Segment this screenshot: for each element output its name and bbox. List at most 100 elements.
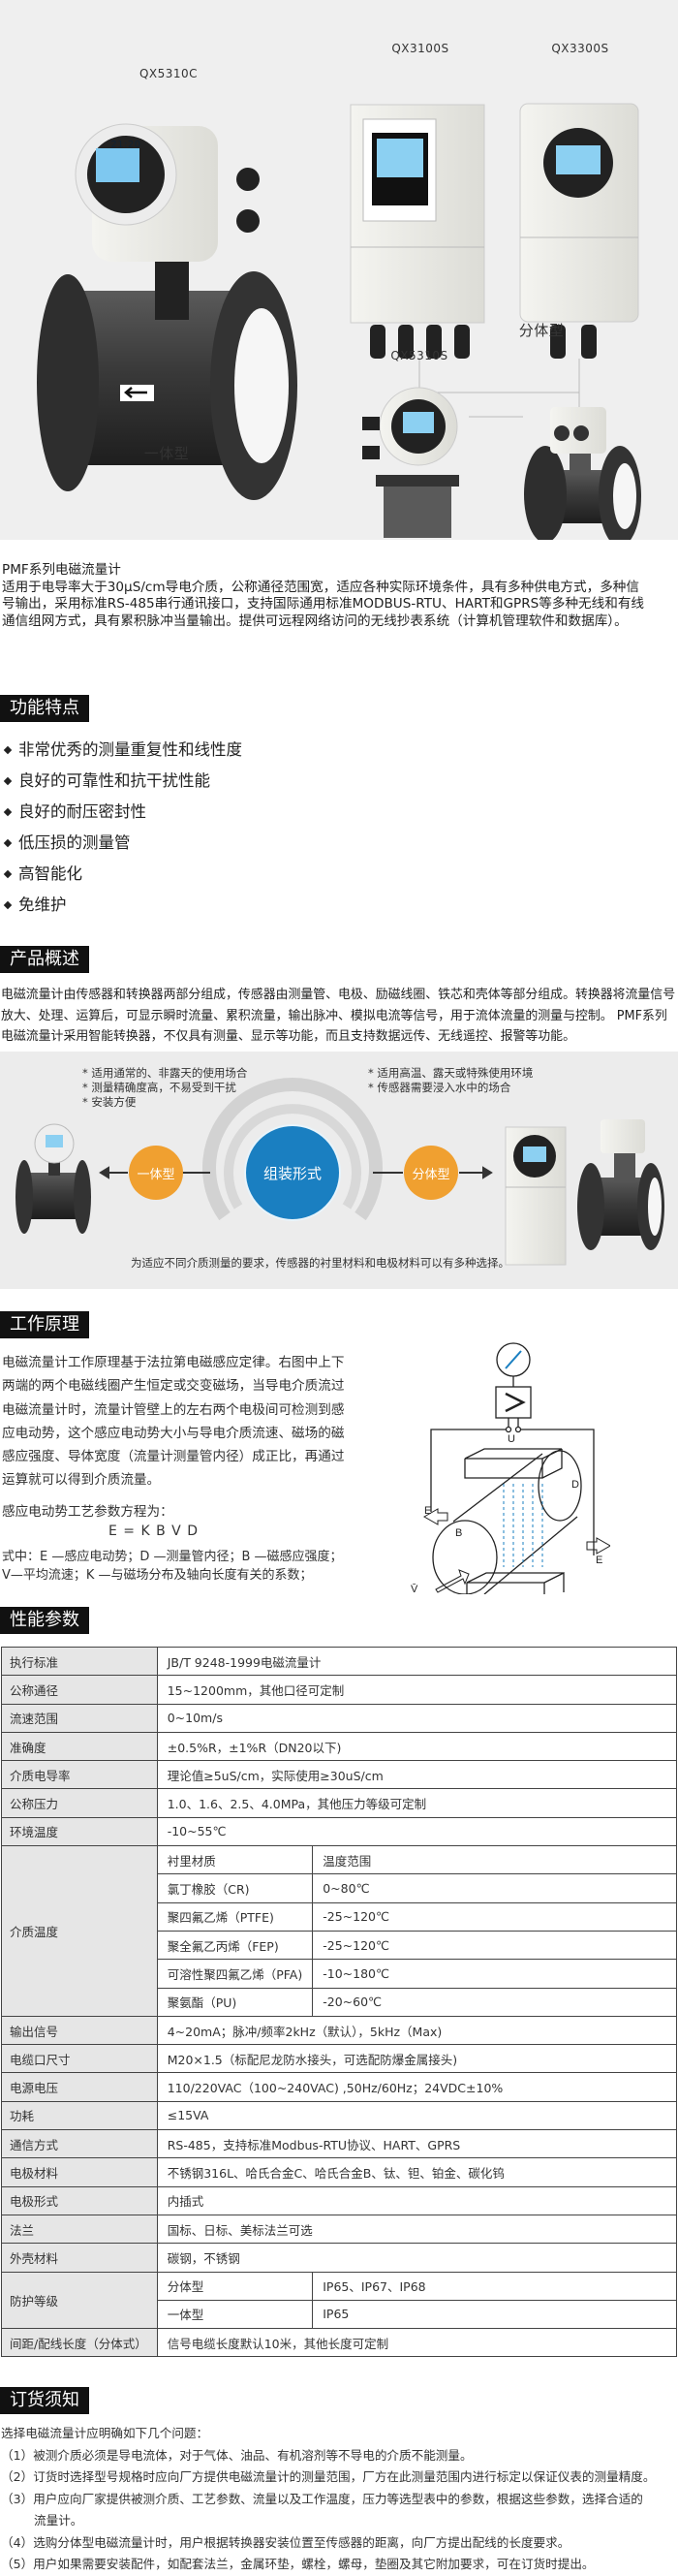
protection-type: 一体型 [156, 2299, 314, 2330]
emf-left-label: E [424, 1505, 431, 1517]
diameter-label: D [571, 1479, 579, 1491]
legend-line: V—平均流速；K —与磁场分布及轴向长度有关的系数； [2, 1568, 313, 1583]
principle-line: 两端的两个电磁线圈产生恒定或交变磁场，当导电介质流过 [2, 1378, 345, 1395]
magnetic-field-lines [503, 1484, 543, 1567]
spec-value: M20×1.5（标配尼龙防水接头，可选配防爆金属接头) [156, 2044, 678, 2074]
velocity-label: V̄ [411, 1583, 418, 1594]
spec-key: 输出信号 [1, 2015, 158, 2046]
arrow-right-icon [459, 1166, 493, 1179]
table-row: 介质电导率理论值≥5uS/cm，实际使用≥30uS/cm [1, 1760, 678, 1790]
spec-key: 流速范围 [1, 1703, 158, 1733]
spec-key: 电极材料 [1, 2157, 158, 2187]
spec-value: 15~1200mm，其他口径可定制 [156, 1675, 678, 1705]
specs-heading: 性能参数 [0, 1607, 89, 1634]
assembly-form-panel: * 适用通常的、非露天的使用场合 * 测量精确度高，不易受到干扰 * 安装方便 … [0, 1052, 678, 1289]
bullet-text: * 适用高温、露天或特殊使用环境 [368, 1066, 534, 1080]
voltage-label: U [508, 1433, 515, 1445]
temp-range: -25~120℃ [312, 1930, 677, 1961]
product-intro: PMF系列电磁流量计 适用于电导率大于30μS/cm导电介质，公称通径范围宽，适… [2, 562, 678, 630]
field-label: B [455, 1527, 462, 1539]
protection-type: 分体型 [156, 2271, 314, 2301]
remote-meter-icon [505, 1119, 664, 1266]
integral-type-label: 一体型 [143, 445, 190, 462]
model-label-qx5310c: QX5310C [139, 67, 199, 80]
remote-bullets: * 适用高温、露天或特殊使用环境 * 传感器需要浸入水中的场合 [368, 1066, 533, 1095]
sensor-remote-icon [524, 407, 641, 547]
order-item-continued: 流量计。 [34, 2513, 83, 2528]
features-heading: 功能特点 [0, 695, 89, 722]
table-row: 间距/配线长度（分体式）信号电缆长度默认10米，其他长度可定制 [1, 2328, 678, 2358]
spec-value: 理论值≥5uS/cm，实际使用≥30uS/cm [156, 1760, 678, 1790]
bullet-text: * 安装方便 [82, 1095, 137, 1109]
feature-item: 免维护 [2, 890, 242, 921]
table-row: 外壳材料碳钢，不锈钢 [1, 2243, 678, 2273]
spec-key: 执行标准 [1, 1646, 158, 1677]
inner-arc [224, 1104, 361, 1209]
spec-value: ≤15VA [156, 2100, 678, 2131]
intro-line: 号输出，采用标准RS-485串行通讯接口，支持国际通用标准MODBUS-RTU、… [2, 596, 645, 612]
principle-line: 运算就可以得到介质流量。 [2, 1472, 161, 1489]
spec-value: 110/220VAC（100~240VAC) ,50Hz/60Hz；24VDC±… [156, 2072, 678, 2102]
feature-text: 低压损的测量管 [18, 833, 131, 852]
temp-range: 0~80℃ [312, 1873, 677, 1903]
converter-qx3300s-icon [519, 103, 639, 359]
lcd-reading: 21:20 [110, 140, 141, 150]
order-notes: 选择电磁流量计应明确如下几个问题： （1）被测介质必须是导电流体，对于气体、油品… [1, 2423, 655, 2576]
spec-key: 准确度 [1, 1731, 158, 1762]
spec-value: 0~10m/s [156, 1703, 678, 1733]
intro-line: 通信组网方式，具有累积脉冲当量输出。提供可远程网络访问的无线抄表系统（计算机管理… [2, 613, 628, 629]
bullet-text: * 传感器需要浸入水中的场合 [368, 1081, 511, 1094]
feature-text: 非常优秀的测量重复性和线性度 [18, 740, 242, 759]
bullet-icon [3, 807, 13, 817]
lining-material: 聚四氟乙烯（PTFE) [156, 1901, 314, 1932]
spec-key: 电缆口尺寸 [1, 2044, 158, 2074]
bullet-icon [3, 869, 13, 879]
bullet-text: * 适用通常的、非露天的使用场合 [82, 1066, 248, 1080]
converter-qx5310s-icon [362, 387, 459, 538]
order-item: （5）用户如果需要安装配件，如配套法兰，金属环垫，螺栓，螺母，垫圈及其它附加要求… [1, 2557, 595, 2571]
assembly-diagram [15, 1078, 664, 1266]
spec-value: -10~55℃ [156, 1816, 678, 1847]
lining-material: 聚氨酯（PU) [156, 1987, 314, 2017]
table-row: 介质温度衬里材质温度范围 [1, 1845, 677, 2017]
table-row: 电极材料不锈钢316L、哈氏合金C、哈氏合金B、钛、钽、铂金、碳化钨 [1, 2157, 678, 2187]
spec-key: 法兰 [1, 2214, 158, 2245]
intro-line: 适用于电导率大于30μS/cm导电介质，公称通径范围宽，适应各种实际环境条件，具… [2, 579, 639, 595]
amplifier-icon [495, 1386, 532, 1419]
bullet-icon [3, 838, 13, 848]
spec-value: 碳钢，不锈钢 [156, 2243, 678, 2273]
overview-heading: 产品概述 [0, 946, 89, 973]
spec-value: 4~20mA；脉冲/频率2kHz（默认），5kHz（Max) [156, 2015, 678, 2046]
table-row: 聚全氟乙丙烯（FEP)-25~120℃ [2, 1930, 677, 1961]
principle-line: 电磁流量计时，流量计管壁上的左右两个电极间可检测到感 [2, 1401, 345, 1418]
spec-key: 电源电压 [1, 2072, 158, 2102]
flowmeter-products-illustration [37, 103, 641, 547]
converter-qx3100s-icon [350, 104, 485, 359]
spec-value: ±0.5%R，±1%R（DN20以下) [156, 1731, 678, 1762]
features-list: 非常优秀的测量重复性和线性度 良好的可靠性和抗干扰性能 良好的耐压密封性 低压损… [2, 735, 242, 921]
remote-type-label: 分体型 [518, 322, 565, 339]
table-row: 功耗≤15VA [1, 2100, 678, 2131]
principle-text: 电磁流量计工作原理基于法拉第电磁感应定律。右图中上下 两端的两个电磁线圈产生恒定… [2, 1351, 351, 1492]
emf-right-label: E [596, 1555, 602, 1566]
faraday-principle-diagram: U E B D V̄ E [411, 1342, 610, 1594]
spec-value: JB/T 9248-1999电磁流量计 [156, 1646, 678, 1677]
overview-line: 电磁流量计采用智能转换器，不仅具有测量、显示等功能，而且支持数据远传、无线遥控、… [1, 1029, 575, 1044]
feature-text: 免维护 [18, 895, 67, 914]
overview-line: 放大、处理、运算后，可显示瞬时流量、累积流量，输出脉冲、模拟电流等信号，用于流体… [1, 1008, 667, 1023]
model-label-qx3300s: QX3300S [551, 42, 609, 55]
lining-material: 聚全氟乙丙烯（FEP) [156, 1930, 314, 1961]
principle-heading: 工作原理 [0, 1311, 89, 1338]
equation: E = K B V D [108, 1524, 199, 1539]
spec-key: 公称通径 [1, 1675, 158, 1705]
table-row: 环境温度-10~55℃ [1, 1816, 678, 1847]
principle-line: 感应强度、导体宽度（流量计测量管内径）成正比，再通过 [2, 1449, 345, 1465]
order-intro: 选择电磁流量计应明确如下几个问题： [1, 2426, 209, 2440]
temp-range: -20~60℃ [312, 1987, 677, 2017]
bullet-icon [3, 776, 13, 786]
feature-item: 良好的耐压密封性 [2, 797, 242, 828]
